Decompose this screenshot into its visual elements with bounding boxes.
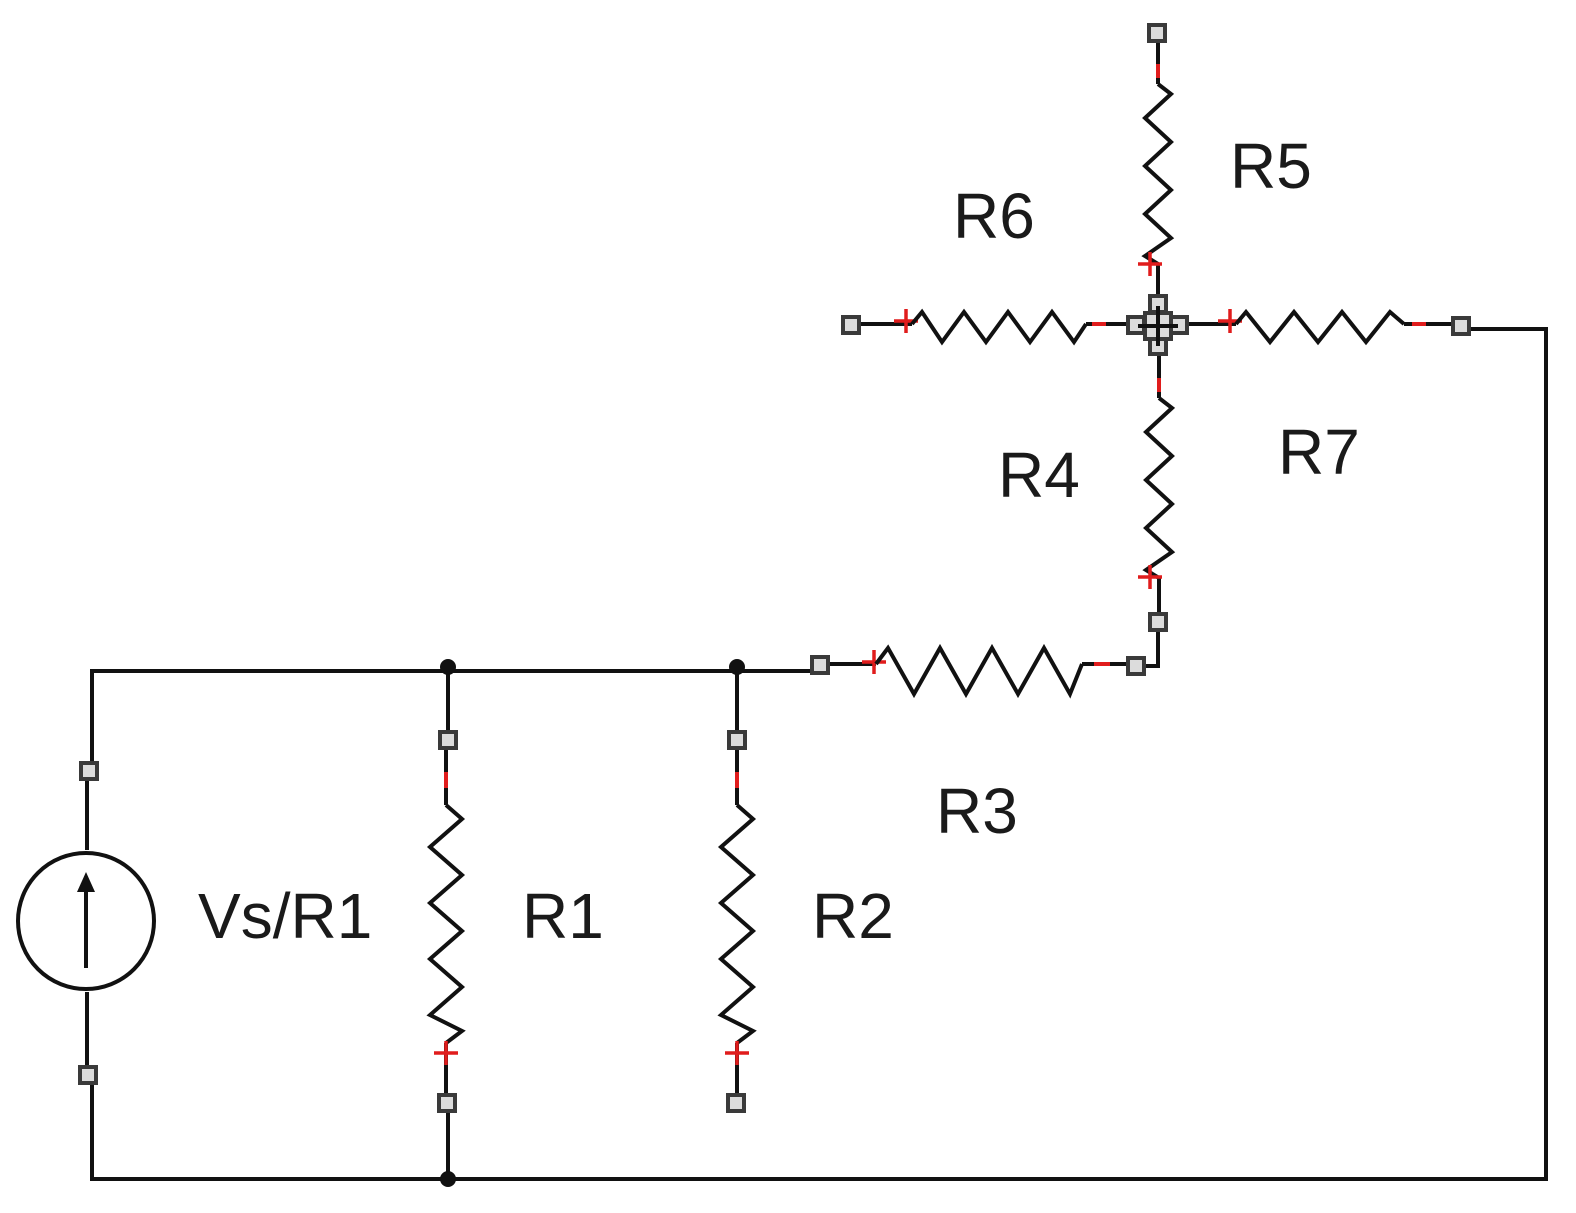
r4-label: R4 [998,439,1080,511]
central-node [1126,294,1189,356]
r3-label: R3 [936,775,1018,847]
r7-label: R7 [1278,416,1360,488]
r1-label: R1 [522,880,604,952]
arrow-up-icon [77,872,95,968]
resistor-r3 [810,643,1146,699]
resistor-r6 [841,308,1130,346]
junction-dot-a [440,659,456,675]
current-source-circle [16,851,156,991]
wire-bottom-rail [90,327,1548,1181]
source-pad-top [79,761,99,781]
resistor-r2 [717,730,757,1113]
resistor-r1 [426,730,466,1113]
r6-label: R6 [953,180,1035,252]
r2-label: R2 [812,880,894,952]
resistor-r5 [1138,23,1175,298]
resistor-r4 [1138,352,1176,632]
wire-top-rail [90,669,824,772]
junction-dot-c [440,1171,456,1187]
source-label: Vs/R1 [198,880,372,952]
r5-label: R5 [1230,130,1312,202]
resistor-r7 [1186,308,1471,346]
junction-dot-b [729,659,745,675]
junctions [440,659,745,1187]
current-source [16,761,156,1085]
labels: Vs/R1 R1 R2 R3 R4 R5 R6 R7 [198,130,1360,952]
source-pad-bottom [78,1065,98,1085]
